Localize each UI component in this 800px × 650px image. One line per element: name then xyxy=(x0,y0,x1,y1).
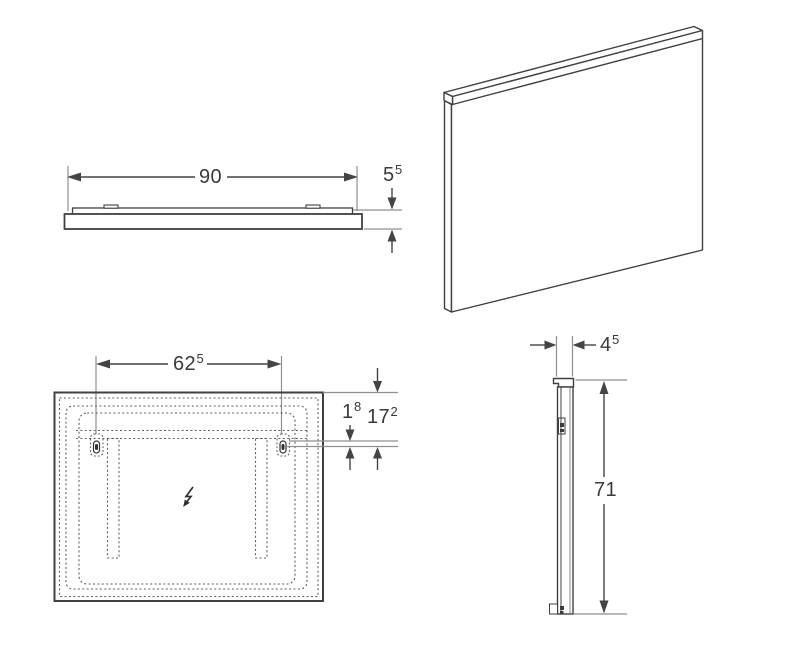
light-bar-end-cap xyxy=(443,91,454,106)
arrowhead-right xyxy=(267,359,282,369)
power-connection-icon xyxy=(183,486,194,507)
rear-view-hanger-offset-label: 18 xyxy=(340,399,364,425)
dimension-value: 90 xyxy=(199,166,223,188)
cable-channel-right xyxy=(254,437,268,559)
dimension-value: 62 xyxy=(173,353,197,375)
arrowhead-left xyxy=(572,340,585,350)
led-frame-outer xyxy=(65,405,308,590)
mounting-tab xyxy=(305,204,321,209)
bottom-bracket-profile xyxy=(549,603,558,615)
dimension-value: 4 xyxy=(600,334,612,356)
mirror-front-face xyxy=(450,37,704,313)
top-view xyxy=(63,166,402,253)
bottom-bracket-mark xyxy=(560,611,564,614)
lightning-bolt-icon xyxy=(184,486,194,503)
perspective-view xyxy=(443,25,704,313)
arrowhead-down xyxy=(387,197,397,210)
dimension-superscript: 5 xyxy=(612,332,620,347)
hanger-bracket-mark xyxy=(560,423,564,427)
dimension-superscript: 5 xyxy=(395,162,403,177)
dimension-value: 1 xyxy=(342,401,354,423)
arrowhead-up xyxy=(373,447,382,459)
side-view-height-dimension-label: 71 xyxy=(592,479,620,503)
rear-view-top-offset-label: 172 xyxy=(365,404,401,430)
arrowhead-up xyxy=(387,229,397,242)
arrowhead-left xyxy=(67,172,81,182)
arrowhead-down xyxy=(599,600,609,614)
arrowhead-down xyxy=(345,429,355,441)
dimension-value: 71 xyxy=(594,479,618,501)
arrowhead-left xyxy=(96,359,110,369)
arrowhead-right xyxy=(544,340,557,350)
inner-dashed-frame xyxy=(58,397,319,598)
mounting-hole-right-slot xyxy=(281,444,285,450)
mirror-body-outline xyxy=(63,213,363,230)
lightning-arrow-tip xyxy=(183,499,190,507)
mounting-hole-left-slot xyxy=(95,444,98,450)
rear-view-bracket-spacing-label: 625 xyxy=(171,351,207,377)
led-frame-inner xyxy=(78,412,296,585)
top-view-width-dimension-label: 90 xyxy=(197,166,225,190)
dimension-superscript: 8 xyxy=(354,399,362,414)
mounting-tab xyxy=(103,204,119,209)
mirror-rear-outline xyxy=(53,391,324,602)
dimension-superscript: 5 xyxy=(196,351,205,366)
bottom-bracket-mark xyxy=(560,606,564,610)
arrowhead-up xyxy=(599,381,609,394)
hanger-bracket-profile xyxy=(558,417,566,435)
top-view-depth-dimension-label: 55 xyxy=(381,162,405,188)
mirror-side-face xyxy=(443,99,453,313)
side-view xyxy=(530,336,627,615)
cable-channel-left xyxy=(106,437,120,559)
side-view-depth-dimension-label: 45 xyxy=(598,332,622,358)
dimension-value: 17 xyxy=(367,406,391,428)
rear-view xyxy=(53,356,398,602)
hanger-bracket-mark xyxy=(560,429,564,432)
dimension-value: 5 xyxy=(383,164,395,186)
dimension-superscript: 2 xyxy=(390,404,399,419)
arrowhead-up xyxy=(345,447,355,459)
arrowhead-right xyxy=(344,172,358,182)
light-bar-profile xyxy=(552,377,575,388)
arrowhead-down xyxy=(373,381,382,393)
